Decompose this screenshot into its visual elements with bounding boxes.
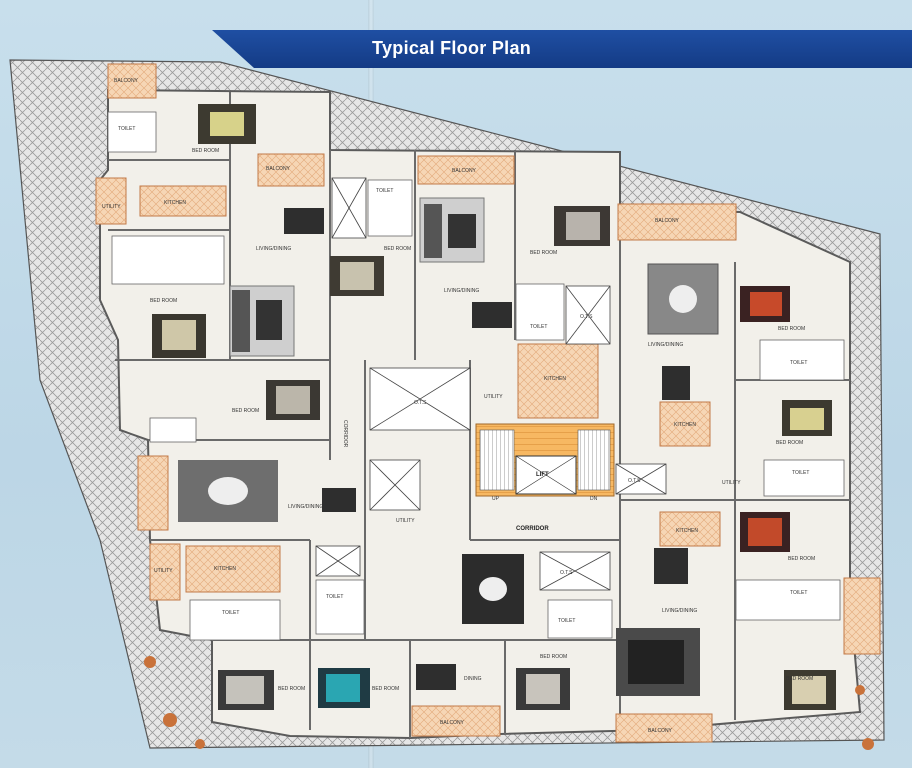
trees	[144, 656, 874, 750]
bedroom-label-7: BED ROOM	[776, 440, 803, 446]
kitchen-labels: KITCHEN KITCHEN KITCHEN KITCHEN KITCHEN	[164, 200, 698, 572]
balcony-label-6: BALCONY	[648, 728, 673, 734]
bedroom-label-3: BED ROOM	[232, 408, 259, 414]
utility-label-5: UTILITY	[396, 518, 415, 524]
kitchen-label-2: KITCHEN	[544, 376, 566, 382]
bedroom-label-2: BED ROOM	[150, 298, 177, 304]
balcony-label-3: BALCONY	[452, 168, 477, 174]
balcony-label-5: BALCONY	[440, 720, 465, 726]
dining-tables	[284, 208, 690, 690]
bedroom-label-9: BED ROOM	[540, 654, 567, 660]
stair-up-label: UP	[492, 496, 500, 502]
bedroom-label-11: BED ROOM	[278, 686, 305, 692]
balcony-label-2: BALCONY	[266, 166, 291, 172]
toilet-label-6: TOILET	[790, 590, 807, 596]
kitchen-label-3: KITCHEN	[674, 422, 696, 428]
staircase: LIFT UP DN	[475, 423, 615, 502]
toilet-label-4: TOILET	[790, 360, 807, 366]
corridor-label: CORRIDOR	[516, 526, 549, 532]
living-label-5: LIVING/DINING	[662, 608, 697, 614]
bedroom-label-12: BED ROOM	[786, 676, 813, 682]
toilet-label-3: TOILET	[530, 324, 547, 330]
toilets	[107, 111, 845, 641]
balcony-label-1: BALCONY	[114, 78, 139, 84]
dining-label: DINING	[464, 676, 482, 682]
kitchen-label-1: KITCHEN	[164, 200, 186, 206]
ots-label-4: O.T.S	[628, 478, 641, 484]
living-label-2: LIVING/DINING	[444, 288, 479, 294]
ots-label-2: O.T.S	[580, 314, 593, 320]
living-labels: LIVING/DINING LIVING/DINING LIVING/DININ…	[256, 246, 697, 682]
corridor-label-vertical: CORRIDOR	[342, 420, 348, 448]
bedroom-labels: BED ROOM BED ROOM BED ROOM BED ROOM BED …	[150, 148, 815, 692]
utility-labels: UTILITY UTILITY UTILITY UTILITY UTILITY	[102, 204, 741, 574]
living-label-3: LIVING/DINING	[648, 342, 683, 348]
kitchens	[139, 185, 721, 593]
bedroom-label-6: BED ROOM	[778, 326, 805, 332]
balcony-label-4: BALCONY	[655, 218, 680, 224]
bedroom-label-10: BED ROOM	[372, 686, 399, 692]
living-label-4: LIVING/DINING	[288, 504, 323, 510]
toilet-label-9: TOILET	[558, 618, 575, 624]
living-label-1: LIVING/DINING	[256, 246, 291, 252]
ots-labels: O.T.S O.T.S O.T.S O.T.S	[414, 314, 641, 576]
lift-label: LIFT	[536, 472, 549, 478]
beds	[152, 104, 836, 710]
bedroom-label-4: BED ROOM	[384, 246, 411, 252]
balcony-labels: BALCONY BALCONY BALCONY BALCONY BALCONY …	[114, 78, 680, 734]
page-title: Typical Floor Plan	[372, 38, 532, 58]
utility-label-4: UTILITY	[154, 568, 173, 574]
kitchen-label-4: KITCHEN	[214, 566, 236, 572]
title-banner	[212, 30, 912, 68]
toilet-labels: TOILET TOILET TOILET TOILET TOILET TOILE…	[118, 126, 809, 624]
toilet-label-1: TOILET	[118, 126, 135, 132]
toilet-label-8: TOILET	[326, 594, 343, 600]
utility-label-1: UTILITY	[102, 204, 121, 210]
toilet-label-7: TOILET	[222, 610, 239, 616]
kitchen-label-5: KITCHEN	[676, 528, 698, 534]
ots-label-3: O.T.S	[560, 570, 573, 576]
bedroom-label-1: BED ROOM	[192, 148, 219, 154]
toilet-label-2: TOILET	[376, 188, 393, 194]
toilet-label-5: TOILET	[792, 470, 809, 476]
utility-label-3: UTILITY	[722, 480, 741, 486]
utility-label-2: UTILITY	[484, 394, 503, 400]
bedroom-label-8: BED ROOM	[788, 556, 815, 562]
balconies	[95, 63, 881, 743]
ots-shafts	[315, 177, 667, 591]
sofa-sets	[178, 197, 719, 696]
stair-dn-label: DN	[590, 496, 598, 502]
ots-label-1: O.T.S	[414, 400, 427, 406]
bedroom-label-5: BED ROOM	[530, 250, 557, 256]
